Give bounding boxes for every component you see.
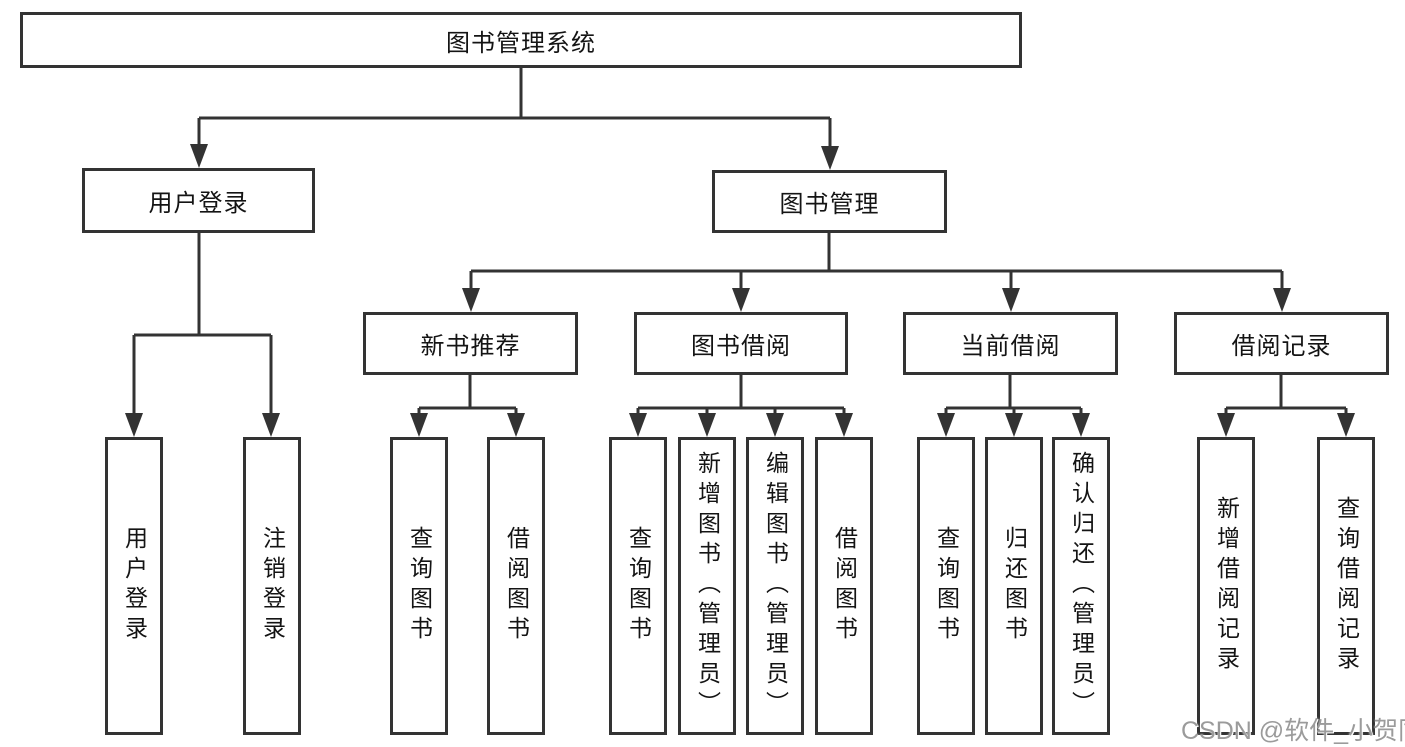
node-book-management: 图书管理: [712, 170, 947, 233]
leaf-records-query-record-label: 查询借阅记录: [1333, 496, 1360, 676]
node-borrow-records-label: 借阅记录: [1231, 333, 1332, 360]
leaf-borrow-add-book-admin: 新增图书（管理员）: [678, 437, 736, 735]
leaf-borrow-edit-book-admin: 编辑图书（管理员）: [746, 437, 804, 735]
leaf-borrow-borrow-book-label: 借阅图书: [831, 526, 858, 646]
node-book-borrow: 图书借阅: [634, 312, 848, 375]
node-new-book-recommend: 新书推荐: [363, 312, 578, 375]
leaf-records-query-record: 查询借阅记录: [1317, 437, 1375, 735]
node-new-book-recommend-label: 新书推荐: [420, 333, 521, 360]
leaf-current-query-book: 查询图书: [917, 437, 975, 735]
node-current-borrow-label: 当前借阅: [960, 333, 1061, 360]
leaf-rec-borrow-book-label: 借阅图书: [503, 526, 530, 646]
node-root-label: 图书管理系统: [446, 29, 596, 57]
leaf-current-confirm-return-admin-label: 确认归还（管理员）: [1068, 451, 1095, 721]
leaf-current-confirm-return-admin: 确认归还（管理员）: [1052, 437, 1110, 735]
leaf-rec-borrow-book: 借阅图书: [487, 437, 545, 735]
leaf-borrow-query-book: 查询图书: [609, 437, 667, 735]
csdn-watermark: CSDN @软件_小贺同学: [1181, 717, 1405, 745]
leaf-user-login-label: 用户登录: [121, 526, 148, 646]
leaf-current-return-book-label: 归还图书: [1001, 526, 1028, 646]
leaf-borrow-add-book-admin-label: 新增图书（管理员）: [694, 451, 721, 721]
leaf-rec-query-book: 查询图书: [390, 437, 448, 735]
node-book-borrow-label: 图书借阅: [691, 333, 791, 360]
leaf-borrow-borrow-book: 借阅图书: [815, 437, 873, 735]
leaf-current-query-book-label: 查询图书: [933, 526, 960, 646]
node-root: 图书管理系统: [20, 12, 1022, 68]
node-book-management-label: 图书管理: [779, 191, 880, 218]
node-user-login: 用户登录: [82, 168, 315, 233]
leaf-user-login: 用户登录: [105, 437, 163, 735]
leaf-records-add-record: 新增借阅记录: [1197, 437, 1255, 735]
node-current-borrow: 当前借阅: [903, 312, 1118, 375]
node-user-login-label: 用户登录: [148, 190, 249, 217]
leaf-current-return-book: 归还图书: [985, 437, 1043, 735]
leaf-borrow-query-book-label: 查询图书: [625, 526, 652, 646]
node-borrow-records: 借阅记录: [1174, 312, 1389, 375]
leaf-logout-label: 注销登录: [259, 526, 286, 646]
leaf-logout: 注销登录: [243, 437, 301, 735]
leaf-rec-query-book-label: 查询图书: [406, 526, 433, 646]
leaf-borrow-edit-book-admin-label: 编辑图书（管理员）: [762, 451, 789, 721]
leaf-records-add-record-label: 新增借阅记录: [1213, 496, 1240, 676]
